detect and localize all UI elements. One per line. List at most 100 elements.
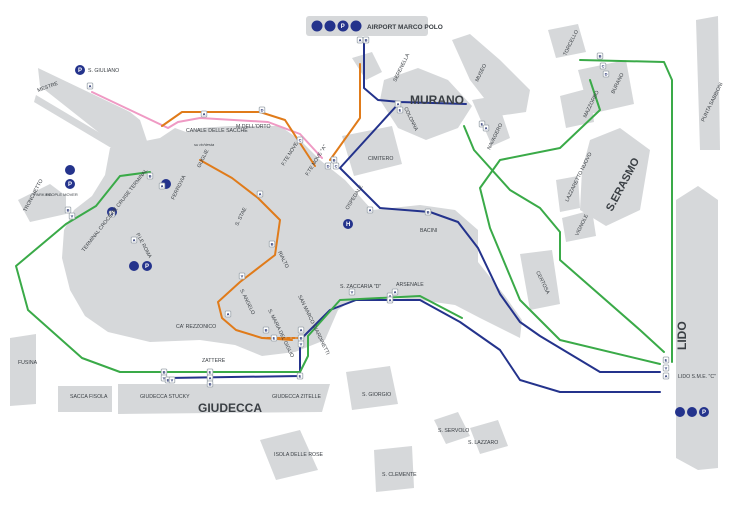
stop-marker[interactable]: A — [200, 110, 208, 118]
stop-marker[interactable]: E — [662, 356, 670, 364]
ca-rezzonico-label: CA' REZZONICO — [176, 324, 216, 330]
su-richiesta-label: su richiesta — [194, 142, 215, 147]
stop-marker[interactable]: A — [224, 310, 232, 318]
hospital-icon-glyph: H — [346, 222, 350, 228]
stop-marker-box — [297, 340, 305, 348]
airport-label: AIRPORT MARCO POLO — [367, 24, 443, 31]
stop-marker[interactable]: B — [362, 36, 370, 44]
stop-marker[interactable]: A — [86, 82, 94, 90]
stop-marker-box — [224, 310, 232, 318]
stop-marker[interactable]: A — [158, 182, 166, 190]
stop-marker-letter: B — [163, 370, 166, 375]
mazzorbo-island — [560, 88, 594, 128]
land-layer — [10, 16, 720, 492]
stop-marker-letter: A — [389, 298, 392, 303]
stop-marker-box — [238, 272, 246, 280]
stop-marker[interactable]: B — [596, 52, 604, 60]
stop-marker[interactable]: V — [662, 364, 670, 372]
stop-marker-letter: A — [369, 208, 372, 213]
stop-marker[interactable]: A — [386, 296, 394, 304]
stop-marker[interactable]: A — [256, 190, 264, 198]
stop-marker-letter: B — [149, 174, 152, 179]
stop-marker-box — [268, 240, 276, 248]
stop-marker[interactable]: B — [64, 206, 72, 214]
stop-marker-box — [296, 372, 304, 380]
stop-marker[interactable]: V — [348, 288, 356, 296]
stop-marker-box — [324, 162, 332, 170]
stop-marker-letter: E — [273, 336, 276, 341]
tronchetto-island — [18, 184, 66, 222]
stop-marker[interactable]: A — [206, 374, 214, 382]
stop-marker[interactable]: B — [146, 172, 154, 180]
airport-box-bg — [306, 16, 428, 36]
stop-marker-box — [662, 356, 670, 364]
stop-marker[interactable]: B — [424, 208, 432, 216]
bacini-label: BACINI — [420, 228, 437, 234]
airport-box[interactable]: P AIRPORT MARCO POLO — [306, 16, 443, 36]
stop-marker[interactable]: D — [602, 70, 610, 78]
stop-marker-letter: B — [167, 378, 170, 383]
stop-marker[interactable]: E — [206, 368, 214, 376]
stop-marker-box — [262, 326, 270, 334]
stop-marker-letter: A — [111, 212, 114, 217]
stop-marker-letter: B — [300, 336, 303, 341]
stop-marker-box — [146, 172, 154, 180]
stop-marker[interactable]: C — [599, 62, 607, 70]
parking-icon-glyph: P — [702, 410, 706, 416]
stop-marker-letter: B — [599, 54, 602, 59]
arsenale-label: ARSENALE — [396, 282, 424, 288]
stop-marker[interactable]: V — [168, 376, 176, 384]
punta-sabbioni-land — [696, 16, 720, 150]
stop-marker[interactable]: B — [262, 326, 270, 334]
stop-marker[interactable]: B — [268, 240, 276, 248]
stop-marker[interactable]: A — [662, 372, 670, 380]
stop-marker[interactable]: A — [391, 288, 399, 296]
stop-marker-letter: B — [427, 210, 430, 215]
stop-marker-letter: A — [203, 112, 206, 117]
stop-marker[interactable]: E — [296, 372, 304, 380]
stop-marker[interactable]: B — [206, 380, 214, 388]
cimitero-label: CIMITERO — [368, 156, 393, 162]
stop-marker[interactable]: V — [297, 340, 305, 348]
stop-marker[interactable]: E — [396, 106, 404, 114]
stop-marker-box — [86, 82, 94, 90]
stop-marker[interactable]: A — [394, 100, 402, 108]
stop-marker-letter: A — [397, 102, 400, 107]
fusina-land — [10, 334, 36, 406]
stop-marker[interactable]: C — [332, 162, 340, 170]
stop-marker[interactable]: A — [366, 206, 374, 214]
stop-marker-letter: V — [351, 290, 354, 295]
stop-marker[interactable]: D — [324, 162, 332, 170]
stop-marker-box — [362, 36, 370, 44]
stop-marker-letter: E — [399, 108, 402, 113]
stop-marker[interactable]: E — [270, 334, 278, 342]
giudecca-label: GIUDECCA — [198, 401, 262, 415]
stop-marker[interactable]: B — [330, 156, 338, 164]
stop-marker-letter: E — [299, 374, 302, 379]
stop-marker[interactable]: D — [258, 106, 266, 114]
stop-marker[interactable]: B — [297, 334, 305, 342]
sacca-fisola-label: SACCA FISOLA — [70, 394, 108, 400]
parking-icon — [142, 261, 152, 271]
parking-icon — [337, 20, 349, 32]
stop-marker[interactable]: V — [68, 212, 76, 220]
parking-icon — [75, 65, 85, 75]
cimitero-island — [342, 126, 402, 176]
stop-marker[interactable]: V — [238, 272, 246, 280]
stop-marker[interactable]: A — [356, 36, 364, 44]
stop-marker-box — [297, 326, 305, 334]
route-orange — [161, 63, 361, 341]
m-dell-orto-label: M.DELL'ORTO — [236, 124, 271, 130]
stop-marker[interactable]: B — [160, 368, 168, 376]
stop-marker[interactable]: A — [297, 326, 305, 334]
stop-marker[interactable]: A — [108, 210, 116, 218]
stop-marker-box — [256, 190, 264, 198]
stop-marker-box — [424, 208, 432, 216]
stop-marker[interactable]: A — [482, 124, 490, 132]
stop-marker-letter: E — [209, 370, 212, 375]
s-clemente-island — [374, 446, 414, 492]
certosa-island — [520, 250, 560, 310]
stop-marker[interactable]: C — [296, 136, 304, 144]
stop-marker[interactable]: A — [130, 236, 138, 244]
